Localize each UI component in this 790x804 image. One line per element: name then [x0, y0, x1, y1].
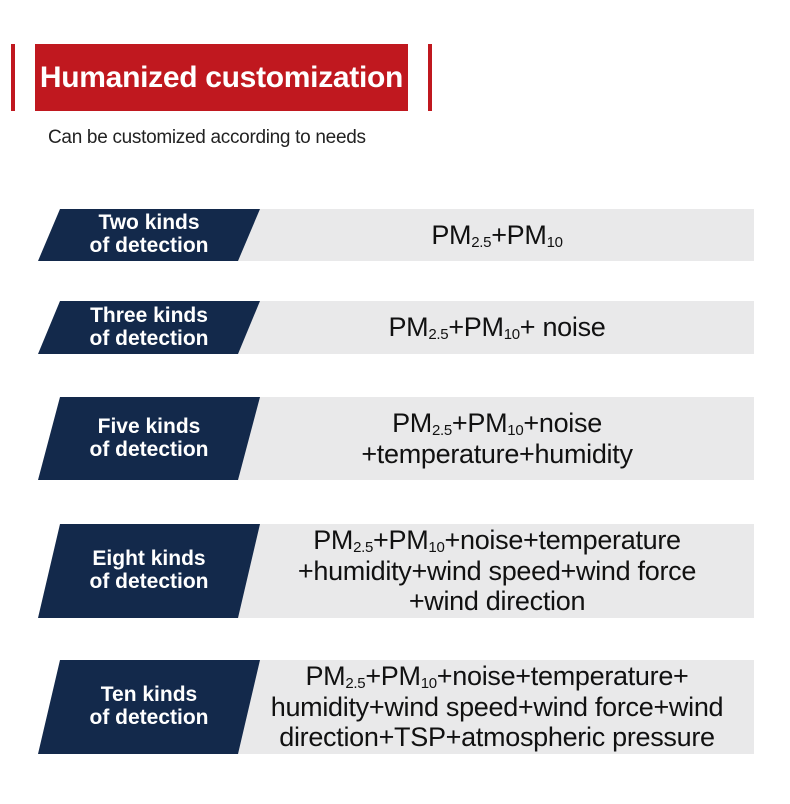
- detection-label: Ten kinds of detection: [38, 660, 260, 754]
- detection-value-line: direction+TSP+atmospheric pressure: [279, 722, 715, 753]
- header-accent-bar-right: [428, 44, 432, 111]
- detection-row-eight: Eight kinds of detection PM2.5+PM10+nois…: [0, 524, 790, 618]
- detection-label: Three kinds of detection: [38, 301, 260, 354]
- detection-value: PM2.5+PM10+noise +temperature+humidity: [240, 397, 754, 480]
- value-background: [230, 397, 754, 480]
- detection-label: Two kinds of detection: [38, 209, 260, 261]
- detection-label-line: of detection: [89, 326, 209, 350]
- page-title: Humanized customization: [39, 60, 404, 94]
- detection-label-line: Three kinds: [90, 303, 208, 327]
- header-banner: Humanized customization: [35, 44, 408, 111]
- detection-row-ten: Ten kinds of detection PM2.5+PM10+noise+…: [0, 660, 790, 754]
- detection-label-line: Ten kinds: [100, 683, 198, 707]
- detection-label: Eight kinds of detection: [38, 524, 260, 618]
- detection-value-line: PM2.5+PM10+noise+temperature+: [305, 661, 689, 693]
- detection-value-line: +temperature+humidity: [361, 438, 633, 469]
- detection-label-line: Five kinds: [97, 414, 201, 438]
- value-background: [230, 660, 754, 754]
- detection-row-three: Three kinds of detection PM2.5+PM10+ noi…: [0, 301, 790, 354]
- detection-value: PM2.5+PM10: [240, 209, 754, 261]
- detection-value-line: +humidity+wind speed+wind force: [297, 555, 697, 586]
- detection-value-line: PM2.5+PM10+noise+temperature: [313, 525, 681, 557]
- detection-value-line: PM2.5+PM10+noise: [392, 408, 602, 439]
- detection-value: PM2.5+PM10+noise+temperature+ humidity+w…: [240, 660, 754, 754]
- detection-label-line: Eight kinds: [92, 547, 206, 571]
- header-accent-bar-left: [11, 44, 15, 111]
- detection-label-line: of detection: [89, 570, 209, 593]
- detection-value-line: humidity+wind speed+wind force+wind: [270, 691, 724, 722]
- detection-label-line: of detection: [89, 706, 209, 729]
- detection-label-line: Two kinds: [98, 211, 200, 235]
- detection-label-line: of detection: [89, 234, 209, 257]
- page-subtitle: Can be customized according to needs: [48, 127, 366, 148]
- detection-value-line: PM2.5+PM10+ noise: [388, 312, 606, 344]
- detection-value-line: +wind direction: [408, 586, 586, 617]
- detection-row-two: Two kinds of detection PM2.5+PM10: [0, 209, 790, 261]
- detection-label-line: of detection: [89, 437, 209, 461]
- value-background: [230, 209, 754, 261]
- value-background: [230, 301, 754, 354]
- detection-value: PM2.5+PM10+noise+temperature +humidity+w…: [240, 524, 754, 618]
- detection-label: Five kinds of detection: [38, 397, 260, 480]
- detection-row-five: Five kinds of detection PM2.5+PM10+noise…: [0, 397, 790, 480]
- value-background: [230, 524, 754, 618]
- detection-value: PM2.5+PM10+ noise: [240, 301, 754, 354]
- detection-value-line: PM2.5+PM10: [431, 219, 563, 251]
